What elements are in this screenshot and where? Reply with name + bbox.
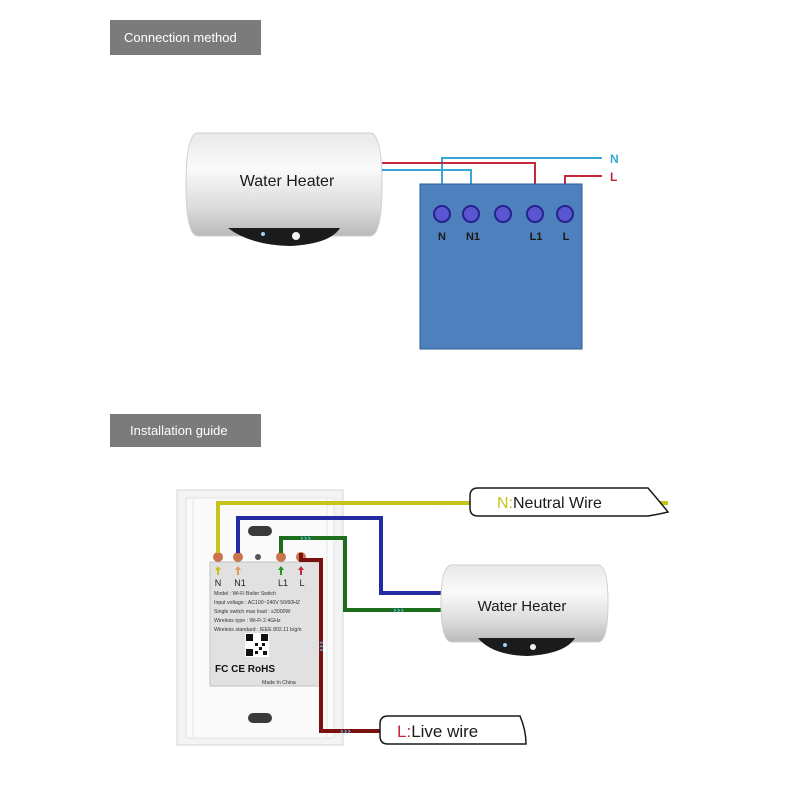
- terminal-n: [433, 205, 451, 223]
- terminal-label-l: L: [563, 231, 570, 243]
- section-title-connection-method: Connection method: [110, 20, 261, 55]
- pin-n1: [233, 552, 243, 562]
- neutral-callout-prefix: N:: [497, 495, 513, 512]
- mains-neutral-label: N: [610, 152, 619, 166]
- n1-wire: [236, 516, 448, 595]
- pin-label-n: N: [215, 578, 222, 588]
- switch-pins: N N1 L1 L: [213, 552, 306, 588]
- info-max-load: Single switch max load : ≤3000W: [214, 609, 290, 615]
- flow-arrows: ››› ››› ››› ››› ›››: [300, 499, 448, 737]
- pin-label-l1: L1: [278, 578, 288, 588]
- terminal-row: N N1 L1 L: [433, 205, 574, 243]
- info-wireless-type: Wireless type : Wi-Fi 2.4GHz: [214, 618, 281, 624]
- terminal-label-l1: L1: [530, 231, 543, 243]
- live-callout-prefix: L:: [397, 722, 411, 741]
- live-wire-callout: L:Live wire: [379, 715, 527, 745]
- pin-n: [213, 552, 223, 562]
- svg-text:L:Live wire: L:Live wire: [397, 722, 478, 741]
- section-title-installation-guide: Installation guide: [110, 414, 261, 447]
- water-heater-1: Water Heater: [185, 132, 383, 246]
- terminal-n1: [462, 205, 480, 223]
- mount-slot-bottom: [248, 713, 272, 723]
- terminal-l1: [526, 205, 544, 223]
- svg-text:›››: ›››: [317, 641, 327, 652]
- pin-label-n1: N1: [234, 578, 246, 588]
- info-input-voltage: Input voltage : AC100~240V 50/60HZ: [214, 600, 300, 606]
- info-wireless-standard: Wireless standard : IEEE 802.11 b/g/n: [214, 627, 302, 633]
- svg-text:›››: ›››: [393, 606, 404, 616]
- info-model: Model : Wi-Fi Boiler Switch: [214, 591, 276, 597]
- info-made-in: Made In China: [262, 680, 296, 686]
- svg-text:›››: ›››: [437, 499, 448, 509]
- pin-label-l: L: [299, 578, 304, 588]
- mount-slot-top: [248, 526, 272, 536]
- svg-text:›››: ›››: [340, 727, 351, 737]
- device-label-panel: [209, 561, 323, 687]
- svg-text:N:Neutral Wire: N:Neutral Wire: [497, 495, 602, 512]
- qr-code: [245, 633, 269, 657]
- terminal-unused: [494, 205, 512, 223]
- l1-wire: [279, 536, 448, 612]
- certification-marks: FC CE RoHS: [215, 664, 275, 675]
- svg-text:›››: ›››: [300, 534, 311, 544]
- neutral-callout-text: Neutral Wire: [513, 495, 602, 512]
- wall-switch-plate: Model : Wi-Fi Boiler Switch Input voltag…: [176, 489, 344, 746]
- pin-l1: [276, 552, 286, 562]
- live-wire: [299, 553, 382, 733]
- live-callout-text: Live wire: [411, 722, 478, 741]
- water-heater-2: Water Heater: [440, 564, 609, 656]
- mains-live-label: L: [610, 170, 617, 184]
- heater-1-label: Water Heater: [240, 173, 335, 190]
- neutral-wire-callout: N:Neutral Wire: [469, 487, 670, 517]
- terminal-label-n1: N1: [466, 231, 480, 243]
- terminal-l: [556, 205, 574, 223]
- terminal-label-n: N: [438, 231, 446, 243]
- heater-2-label: Water Heater: [478, 598, 567, 615]
